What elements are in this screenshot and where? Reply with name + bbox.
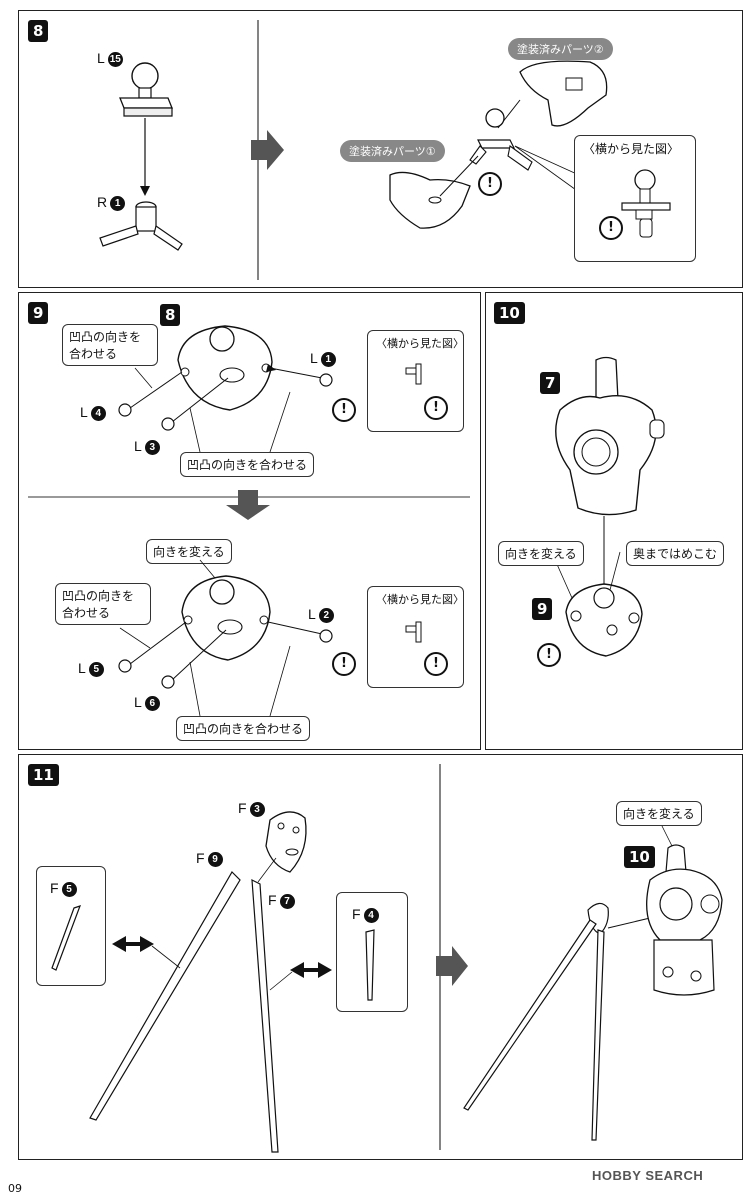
warning-icon: ! — [424, 652, 448, 676]
step-11-badge: 11 — [28, 764, 59, 786]
watermark-logo: HOBBY SEARCH — [592, 1168, 704, 1183]
change-direction-callout: 向きを変える — [616, 801, 702, 826]
change-direction-callout: 向きを変える — [146, 539, 232, 564]
ball-joint-part-drawing — [99, 62, 183, 251]
side-view-title: 〈横から見た図〉 — [583, 142, 680, 156]
step-9-lower-drawing — [118, 559, 333, 717]
align-bumps-callout-bottom-2: 凹凸の向きを合わせる — [176, 716, 311, 741]
torso-drawing — [555, 356, 665, 657]
painted-part-1-label: 塗装済みパーツ① — [340, 140, 445, 162]
step-9-badge: 9 — [28, 302, 49, 324]
step-8-next-arrow — [251, 130, 284, 170]
step-8-assembly-drawing — [389, 60, 608, 229]
step-9-upper-drawing — [118, 325, 333, 453]
warning-icon: ! — [332, 652, 356, 676]
side-view-drawing-step9-lower — [405, 621, 422, 643]
step-11-ref-10: 10 — [624, 846, 655, 868]
side-view-drawing-step8 — [621, 169, 671, 238]
step-9-ref-8: 8 — [160, 304, 181, 326]
step-10-ref-7: 7 — [540, 372, 561, 394]
warning-icon: ! — [332, 398, 356, 422]
side-view-drawing-step9-upper — [405, 363, 422, 385]
side-view-title: 〈横から見た図〉 — [376, 593, 464, 606]
side-view-title: 〈横から見た図〉 — [376, 337, 464, 350]
align-bumps-callout-top-2: 凹凸の向きを 合わせる — [55, 583, 151, 625]
warning-icon: ! — [537, 643, 561, 667]
warning-icon: ! — [424, 396, 448, 420]
align-bumps-callout-bottom: 凹凸の向きを合わせる — [180, 452, 315, 477]
change-direction-callout: 向きを変える — [498, 541, 584, 566]
step-9-divider-arrow — [28, 490, 470, 520]
push-in-callout: 奥まではめこむ — [626, 541, 725, 566]
warning-icon: ! — [599, 216, 623, 240]
page-number: 09 — [8, 1182, 22, 1195]
step-10-badge: 10 — [494, 302, 525, 324]
side-view-box-step8: 〈横から見た図〉 — [574, 135, 696, 262]
align-bumps-callout-top: 凹凸の向きを 合わせる — [62, 324, 158, 366]
painted-part-2-label: 塗装済みパーツ② — [508, 38, 613, 60]
step-8-badge: 8 — [28, 20, 49, 42]
warning-icon: ! — [478, 172, 502, 196]
step-10-ref-9: 9 — [532, 598, 553, 620]
